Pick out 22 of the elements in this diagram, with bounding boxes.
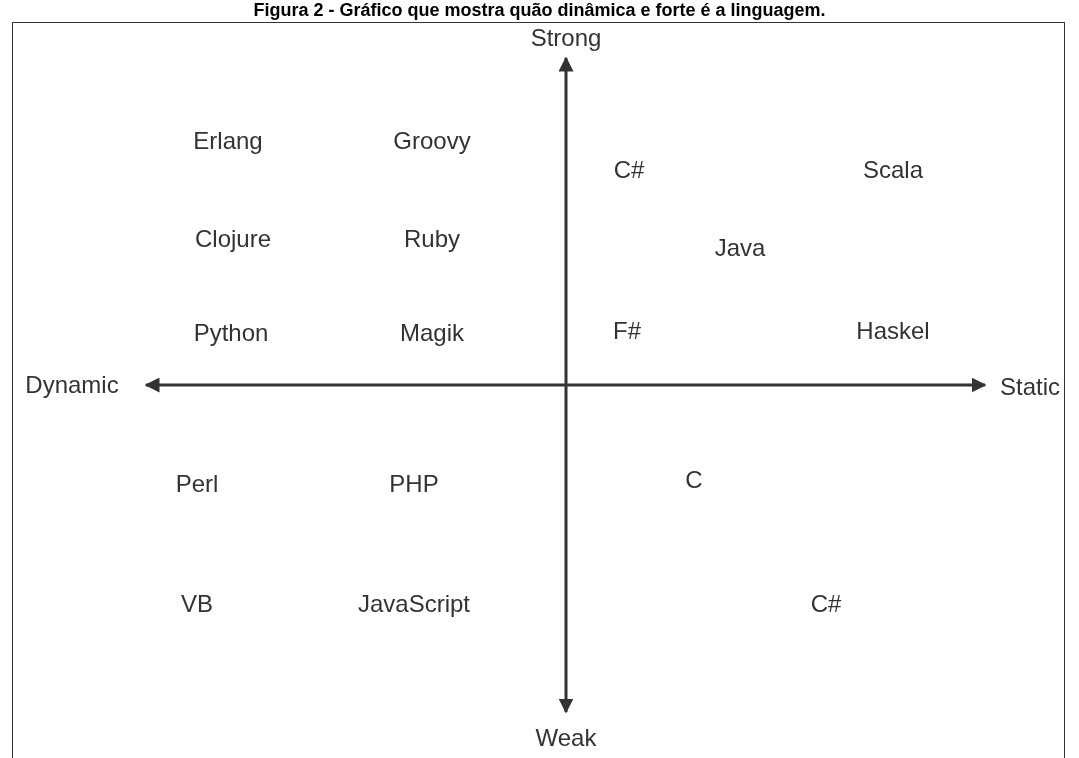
- language-label: VB: [181, 590, 213, 618]
- language-label: Python: [193, 319, 269, 347]
- language-label: Clojure: [195, 225, 271, 253]
- language-label: PHP: [389, 470, 439, 498]
- language-label: Perl: [175, 470, 219, 498]
- language-label: C: [685, 466, 703, 494]
- language-label: F#: [613, 317, 641, 345]
- axis-label: Strong: [530, 24, 602, 52]
- axis-label: Dynamic: [25, 371, 119, 399]
- axis-label: Static: [1000, 373, 1060, 401]
- language-label: Scala: [863, 156, 923, 184]
- axis-label: Weak: [535, 724, 597, 752]
- language-label: Groovy: [393, 127, 471, 155]
- language-label: Java: [714, 234, 766, 262]
- language-label: Haskel: [856, 317, 930, 345]
- language-label: Ruby: [404, 225, 460, 253]
- language-label: Erlang: [193, 127, 263, 155]
- language-label: C#: [810, 590, 842, 618]
- language-label: JavaScript: [358, 590, 470, 618]
- language-label: C#: [613, 156, 645, 184]
- figure-title: Figura 2 - Gráfico que mostra quão dinâmica e forte é a linguagem.: [252, 0, 827, 20]
- language-label: Magik: [400, 319, 464, 347]
